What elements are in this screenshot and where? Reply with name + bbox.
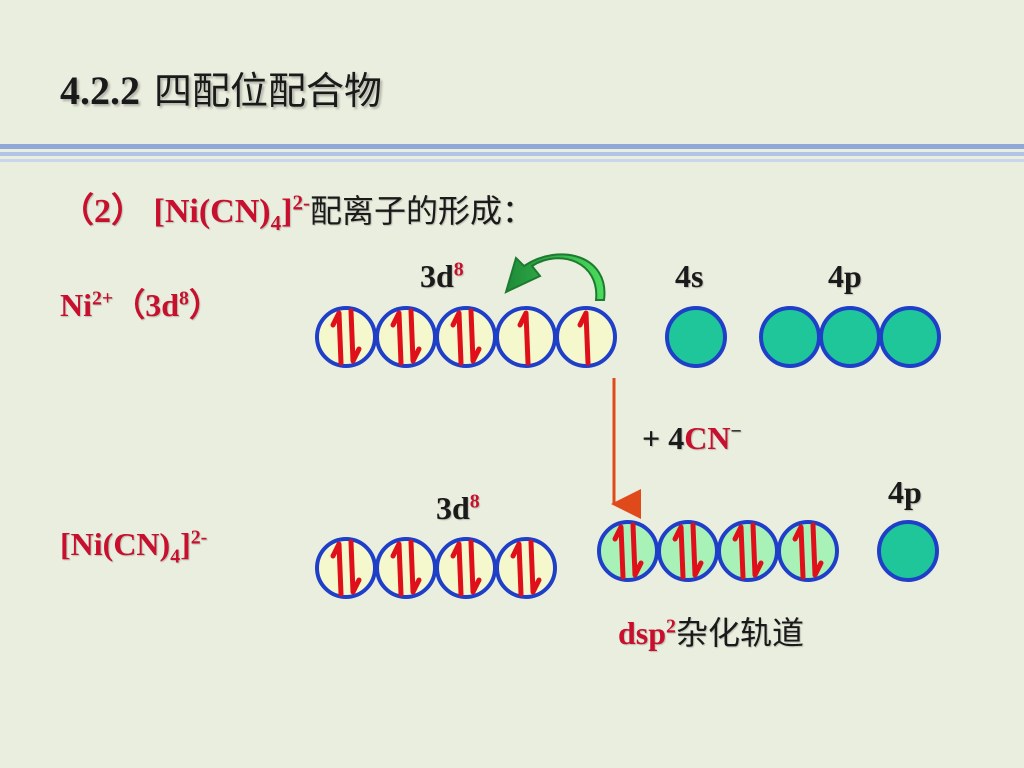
complex-dsp2-orbital (657, 520, 719, 582)
complex-3d-orbital (495, 537, 557, 599)
ni-3d-orbital (375, 306, 437, 368)
section-title: 四配位配合物 (154, 69, 383, 113)
label-4p-bottom: 4p (888, 474, 922, 510)
slide-title: 4.2.2 四配位配合物 (60, 60, 382, 115)
complex-4p-orbital (877, 520, 939, 582)
ni-3d-orbital (315, 306, 377, 368)
label-4p-top: 4p (828, 258, 862, 294)
electron-up-arrow (450, 541, 464, 597)
electron-up-arrow (390, 541, 404, 597)
complex-dsp2-orbital (717, 520, 779, 582)
electron-up-arrow (450, 310, 464, 366)
ni-3d-orbital (555, 306, 617, 368)
hybrid-label: dsp2杂化轨道 (618, 614, 804, 652)
label-3d-bottom: 3d8 (436, 490, 480, 526)
electron-up-arrow (510, 541, 524, 597)
electron-up-arrow (517, 310, 531, 366)
complex-ion-label: [Ni(CN)4]2- (60, 526, 208, 568)
electron-up-arrow (330, 541, 344, 597)
electron-down-arrow (408, 308, 422, 364)
electron-down-arrow (348, 539, 362, 595)
electron-down-arrow (750, 522, 764, 578)
title-divider (0, 144, 1024, 149)
ni-4p-orbital (879, 306, 941, 368)
reaction-label: + 4CN− (642, 420, 742, 456)
subtitle-complex: [Ni(CN)4]2- (153, 190, 311, 235)
complex-3d-orbital (375, 537, 437, 599)
electron-down-arrow (468, 539, 482, 595)
ni-3d-orbital (495, 306, 557, 368)
complex-3d-orbital (435, 537, 497, 599)
electron-down-arrow (810, 522, 824, 578)
label-3d-top: 3d8 (420, 258, 464, 294)
electron-down-arrow (630, 522, 644, 578)
ni-4p-orbital (819, 306, 881, 368)
subtitle: （2） [Ni(CN)4]2-配离子的形成： (60, 183, 534, 236)
section-number: 4.2.2 (60, 68, 140, 113)
electron-up-arrow (390, 310, 404, 366)
electron-down-arrow (408, 539, 422, 595)
electron-down-arrow (468, 308, 482, 364)
ni-4p-orbital (759, 306, 821, 368)
curved-arrow-icon (504, 253, 606, 301)
subtitle-number: （2） (60, 193, 145, 230)
ni-4s-orbital (665, 306, 727, 368)
subtitle-text: 配离子的形成： (310, 192, 535, 230)
electron-up-arrow (672, 524, 686, 580)
ni-3d-orbital (435, 306, 497, 368)
electron-up-arrow (577, 310, 591, 366)
electron-up-arrow (330, 310, 344, 366)
electron-down-arrow (348, 308, 362, 364)
electron-up-arrow (612, 524, 626, 580)
complex-dsp2-orbital (777, 520, 839, 582)
complex-3d-orbital (315, 537, 377, 599)
electron-up-arrow (792, 524, 806, 580)
label-4s-top: 4s (675, 258, 704, 294)
title-divider-3 (0, 159, 1024, 162)
complex-dsp2-orbital (597, 520, 659, 582)
title-divider-2 (0, 152, 1024, 156)
electron-up-arrow (732, 524, 746, 580)
electron-down-arrow (690, 522, 704, 578)
ni-ion-label: Ni2+（3d8） (60, 287, 221, 323)
electron-down-arrow (528, 539, 542, 595)
